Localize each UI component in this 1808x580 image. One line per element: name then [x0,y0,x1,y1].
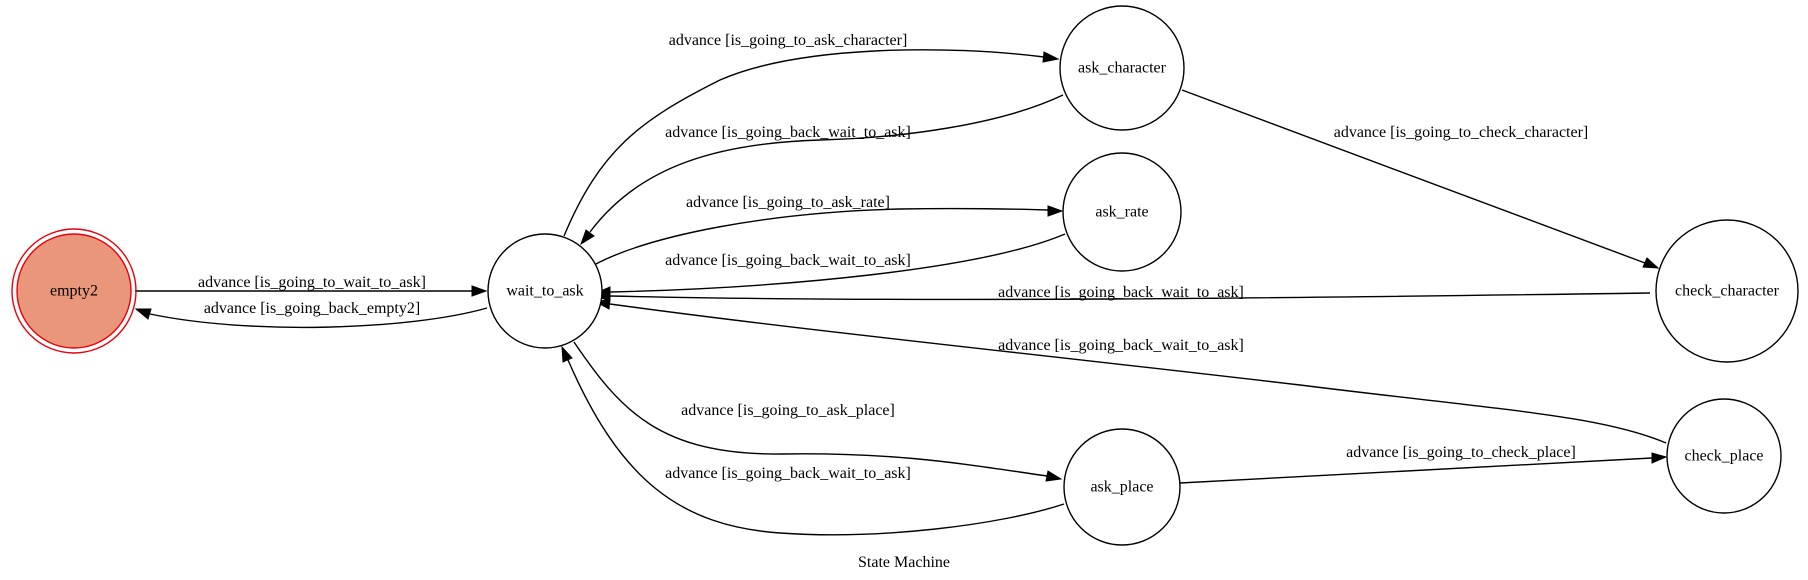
edge-label: advance [is_going_to_ask_place] [681,402,895,419]
edge-label: advance [is_going_to_wait_to_ask] [198,274,426,291]
edge-ask-place-to-check-place: advance [is_going_to_check_place] [1179,444,1668,484]
edge-label: advance [is_going_to_ask_character] [669,32,908,49]
edge-wait-to-ask-character: advance [is_going_to_ask_character] [563,32,1060,237]
edge-wait-to-ask-place: advance [is_going_to_ask_place] [573,341,1063,482]
edge-label: advance [is_going_back_wait_to_ask] [665,252,911,269]
edge-label: advance [is_going_back_wait_to_ask] [998,284,1244,301]
edge-check-character-to-wait: advance [is_going_back_wait_to_ask] [594,284,1651,302]
edge-label: advance [is_going_to_check_place] [1346,444,1576,461]
node-label: empty2 [50,283,98,300]
edge-wait-to-ask-to-empty2: advance [is_going_back_empty2] [134,300,488,329]
edge-wait-to-ask-rate: advance [is_going_to_ask_rate] [593,194,1064,266]
edge-ask-character-to-wait: advance [is_going_back_wait_to_ask] [580,94,1064,246]
node-label: ask_rate [1095,204,1148,221]
node-ask-place: ask_place [1063,428,1181,546]
edge-label: advance [is_going_back_wait_to_ask] [998,337,1244,354]
edge-label: advance [is_going_back_empty2] [204,300,420,317]
node-ask-rate: ask_rate [1062,152,1182,272]
node-label: wait_to_ask [506,283,583,300]
edge-empty2-to-wait-to-ask: advance [is_going_to_wait_to_ask] [135,274,488,297]
diagram-title: State Machine [858,554,950,571]
node-check-place: check_place [1666,398,1782,514]
edge-label: advance [is_going_to_check_character] [1334,124,1589,141]
node-label: ask_character [1078,60,1167,77]
node-check-character: check_character [1655,219,1799,363]
edge-label: advance [is_going_back_wait_to_ask] [665,465,911,482]
edge-ask-place-to-wait: advance [is_going_back_wait_to_ask] [561,345,1065,536]
node-label: check_place [1684,448,1763,465]
edge-ask-rate-to-wait: advance [is_going_back_wait_to_ask] [594,233,1066,298]
node-empty2: empty2 [11,228,137,354]
node-wait-to-ask: wait_to_ask [487,233,603,349]
node-label: ask_place [1090,479,1153,496]
edge-ask-character-to-check-character: advance [is_going_to_check_character] [1181,89,1660,269]
edge-check-place-to-wait: advance [is_going_back_wait_to_ask] [594,298,1667,444]
edge-label: advance [is_going_to_ask_rate] [686,194,890,211]
node-label: check_character [1675,283,1780,300]
edge-label: advance [is_going_back_wait_to_ask] [665,124,911,141]
node-ask-character: ask_character [1059,5,1185,131]
